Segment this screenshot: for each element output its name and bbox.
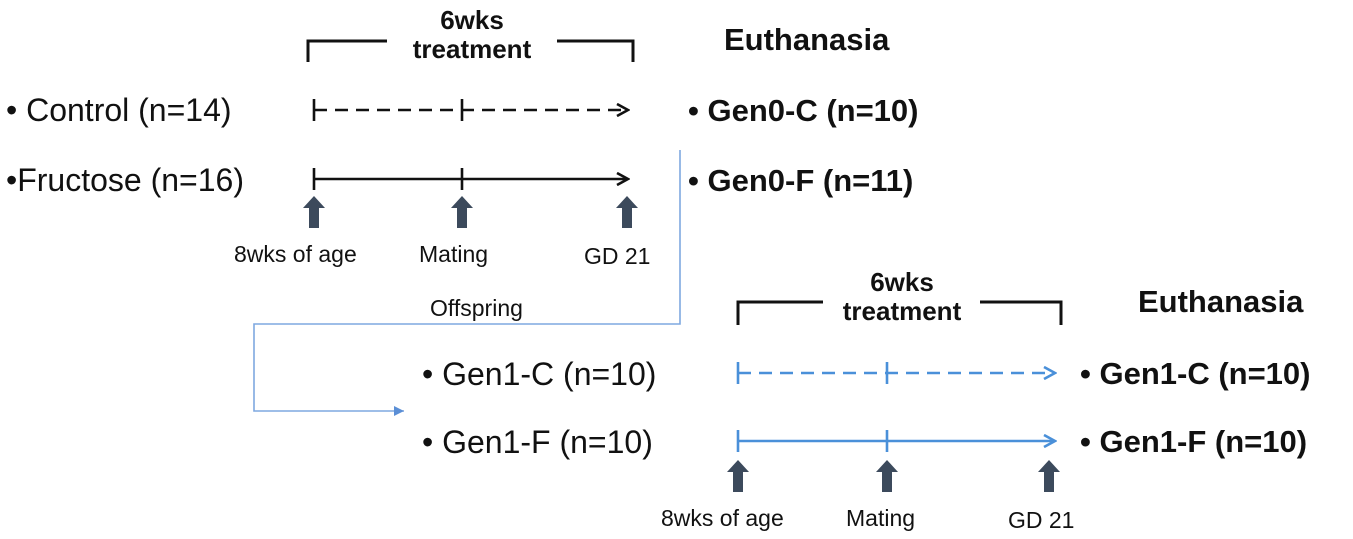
gen0-fructose-result: • Gen0-F (n=11): [688, 163, 914, 198]
offspring-label: Offspring: [430, 295, 523, 321]
gen1-timepoint-mating: Mating: [846, 505, 916, 531]
gen1-treatment-bracket-left: [736, 300, 823, 325]
gen1-timepoint-start: 8wks of age: [661, 505, 784, 531]
gen1-treatment-label-line1: 6wks: [870, 267, 934, 297]
gen0-timepoint-mating: Mating: [419, 241, 489, 267]
gen1-timepoint-gd21: GD 21: [1008, 507, 1075, 533]
gen0-up-arrow-gd21: [616, 196, 638, 228]
gen0-fructose-group-label: •Fructose (n=16): [6, 162, 244, 198]
gen0-treatment-label-line2: treatment: [412, 34, 532, 65]
gen0-timepoint-gd21: GD 21: [584, 243, 651, 269]
gen0-treatment-bracket-left: [306, 39, 387, 62]
gen0-control-group-label: • Control (n=14): [6, 92, 232, 128]
gen0-euthanasia-label: Euthanasia: [724, 22, 890, 57]
gen1-treatment-label: 6wks treatment: [822, 267, 982, 327]
gen1-treatment-bracket-right: [980, 300, 1063, 325]
gen1-euthanasia-label: Euthanasia: [1138, 284, 1304, 319]
gen0-control-result: • Gen0-C (n=10): [688, 93, 919, 128]
gen0-up-arrow-start: [303, 196, 325, 228]
gen1-control-group-label: • Gen1-C (n=10): [422, 356, 657, 392]
gen1-control-result: • Gen1-C (n=10): [1080, 356, 1311, 391]
gen1-fructose-group-label: • Gen1-F (n=10): [422, 424, 653, 460]
gen1-up-arrow-gd21: [1038, 460, 1060, 492]
gen1-treatment-label-line2: treatment: [842, 296, 962, 327]
offspring-connector: [253, 150, 681, 416]
gen0-treatment-label-line1: 6wks: [440, 5, 504, 35]
gen1-fructose-result: • Gen1-F (n=10): [1080, 424, 1308, 459]
gen0-treatment-bracket-right: [557, 39, 635, 62]
gen0-treatment-label: 6wks treatment: [392, 5, 552, 65]
gen0-timepoint-start: 8wks of age: [234, 241, 357, 267]
gen1-up-arrow-mating: [876, 460, 898, 492]
gen0-up-arrow-mating: [451, 196, 473, 228]
gen1-up-arrow-start: [727, 460, 749, 492]
